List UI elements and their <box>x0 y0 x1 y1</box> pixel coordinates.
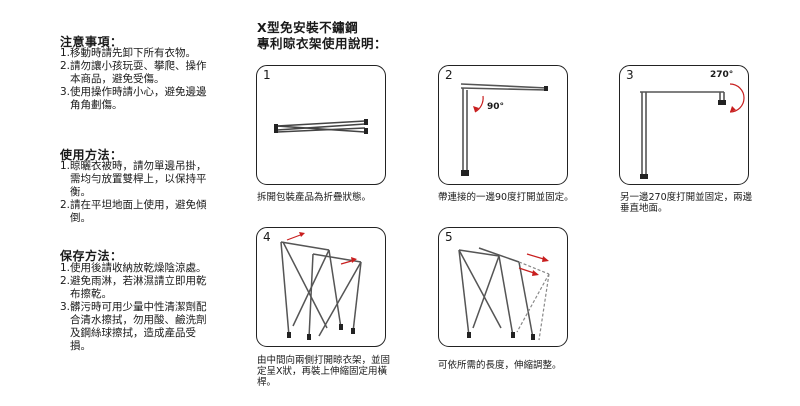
list-item: 1.晾曬衣被時，請勿單邊吊掛，需均勻放置雙桿上，以保持平衡。 <box>60 160 207 198</box>
list-item: 3.髒污時可用少量中性清潔劑配合清水擦拭，勿用酸、鹼洗劑及鋼絲球擦拭，造成產品受… <box>60 301 207 352</box>
step-5-caption: 可依所需的長度，伸縮調整。 <box>438 360 562 371</box>
angle-label: 90° <box>487 102 505 112</box>
step-4-caption: 由中間向兩側打開晾衣架，並固定呈X狀，再裝上伸縮固定用橫桿。 <box>257 355 391 388</box>
step-number: 5 <box>445 230 453 244</box>
step-2-caption: 帶連接的一邊90度打開並固定。 <box>438 192 574 203</box>
list-item: 1.移動時請先卸下所有衣物。 <box>60 47 197 59</box>
rack-extend-illustration <box>458 247 550 341</box>
step-1-caption: 拆開包裝產品為折疊狀態。 <box>257 192 372 203</box>
list-item: 2.避免雨淋，若淋濕請立即用乾布擦乾。 <box>60 275 207 300</box>
step-5-panel: 5 <box>438 227 568 347</box>
rack-270-degree-illustration <box>640 83 745 179</box>
step-number: 3 <box>626 68 634 82</box>
list-item: 3.使用操作時請小心，避免邊邊角角劃傷。 <box>60 86 207 111</box>
storage-list: 1.使用後請收納放乾燥陰涼處。 2.避免雨淋，若淋濕請立即用乾布擦乾。 3.髒污… <box>60 262 210 353</box>
angle-label: 270° <box>710 70 734 80</box>
step-3-caption: 另一邊270度打開並固定，兩邊垂直地面。 <box>620 192 753 214</box>
title-line-1: X型免安裝不鏽鋼 <box>257 20 359 35</box>
step-2-panel: 2 90° <box>438 65 568 185</box>
step-1-panel: 1 <box>256 65 386 185</box>
list-item: 2.請勿讓小孩玩耍、攀爬、操作本商品，避免受傷。 <box>60 60 207 85</box>
step-number: 4 <box>263 230 271 244</box>
step-number: 1 <box>263 68 271 82</box>
notes-list: 1.移動時請先卸下所有衣物。 2.請勿讓小孩玩耍、攀爬、操作本商品，避免受傷。 … <box>60 47 210 112</box>
usage-list: 1.晾曬衣被時，請勿單邊吊掛，需均勻放置雙桿上，以保持平衡。 2.請在平坦地面上… <box>60 160 210 225</box>
storage-heading: 保存方法： <box>60 249 123 263</box>
usage-heading: 使用方法： <box>60 148 123 162</box>
rack-x-open-illustration <box>280 232 362 340</box>
list-item: 1.使用後請收納放乾燥陰涼處。 <box>60 262 207 274</box>
folded-rack-illustration <box>274 119 368 134</box>
notes-heading: 注意事項： <box>60 35 123 49</box>
page-title: X型免安裝不鏽鋼 專利晾衣架使用說明： <box>257 20 387 52</box>
step-3-panel: 3 270° <box>619 65 749 185</box>
title-line-2: 專利晾衣架使用說明： <box>257 36 388 51</box>
step-number: 2 <box>445 68 453 82</box>
list-item: 2.請在平坦地面上使用，避免傾倒。 <box>60 199 207 224</box>
rack-90-degree-illustration <box>460 83 548 176</box>
step-4-panel: 4 <box>256 227 386 347</box>
